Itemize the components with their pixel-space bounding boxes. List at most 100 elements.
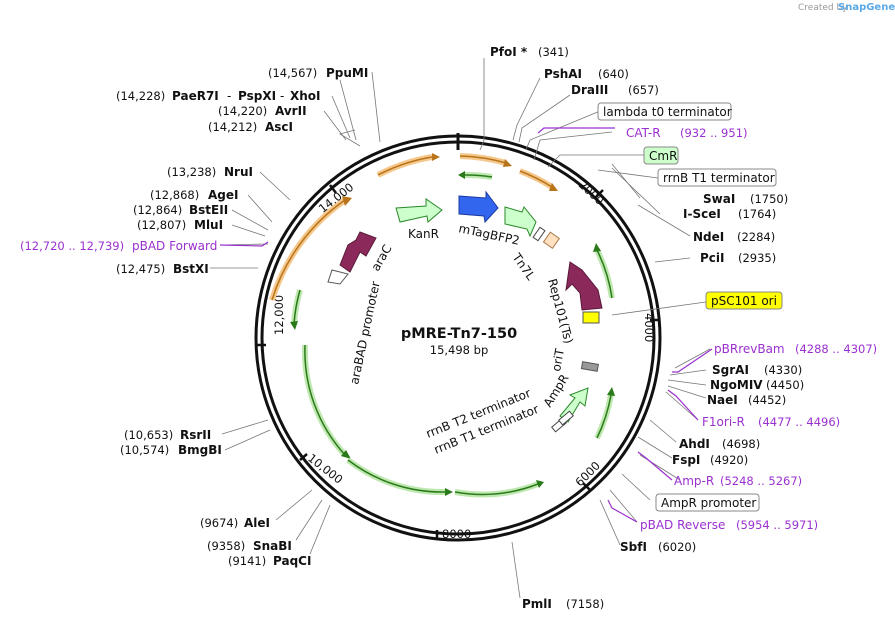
- boxed-labels: lambda t0 terminator CmR rrnB T1 termina…: [597, 102, 783, 512]
- svg-text:NgoMIV: NgoMIV: [710, 378, 763, 392]
- svg-text:(7158): (7158): [566, 597, 604, 611]
- primer-pbad-forward: (12,720 .. 12,739)pBAD Forward: [20, 239, 217, 253]
- arabad-promoter-box: [327, 269, 349, 285]
- green-arc-bottom-2-head: [536, 480, 544, 488]
- credit-text: Created by: [798, 3, 848, 13]
- tick-14000: [329, 184, 337, 194]
- svg-text:(14,212): (14,212): [208, 120, 257, 134]
- green-arc-left-small-head: [290, 321, 298, 330]
- svg-text:NruI: NruI: [224, 165, 253, 179]
- orange-arc-1-line: [377, 156, 433, 176]
- site-alei: (9674)AleI: [200, 516, 270, 530]
- orit-label: oriT: [549, 347, 567, 373]
- svg-text:(4452): (4452): [748, 393, 786, 407]
- svg-text:PpuMI: PpuMI: [326, 66, 368, 80]
- svg-text:(12,868): (12,868): [150, 188, 199, 202]
- svg-text:(12,807): (12,807): [137, 218, 186, 232]
- site-asci: (14,212) AscI: [208, 120, 293, 134]
- svg-text:BstXI: BstXI: [173, 262, 209, 276]
- orange-arc-3-head: [549, 183, 558, 191]
- svg-text:PfoI *: PfoI *: [490, 45, 528, 59]
- svg-text:Amp-R: Amp-R: [674, 474, 714, 488]
- site-rsrii: (10,653)RsrII: [124, 428, 211, 442]
- svg-text:(14,228): (14,228): [116, 89, 165, 103]
- green-arc-top-head: [458, 171, 465, 179]
- orange-arc-2-head: [503, 159, 512, 167]
- plasmid-name: pMRE-Tn7-150: [401, 326, 517, 342]
- site-ndei: NdeI(2284): [693, 230, 775, 244]
- svg-text:SnaBI: SnaBI: [253, 539, 292, 553]
- tn7l-label: Tn7L: [509, 250, 538, 283]
- kanr-arrow: [395, 198, 443, 223]
- orange-arc-4-head: [342, 196, 352, 206]
- green-arc-group: [290, 171, 615, 498]
- svg-text:PciI: PciI: [700, 251, 725, 265]
- svg-text:AscI: AscI: [265, 120, 293, 134]
- mtagbfp2-arrow: [458, 190, 499, 224]
- site-sgrai: SgrAI (4330): [712, 363, 802, 377]
- tn7l-box-2: [542, 231, 561, 250]
- arabad-promoter-label: araBAD promoter: [347, 280, 383, 386]
- svg-text:AgeI: AgeI: [208, 188, 238, 202]
- box-cmr: CmR: [643, 146, 679, 165]
- green-arc-bottom-1-line: [347, 459, 447, 493]
- svg-text:(1750): (1750): [750, 192, 788, 206]
- orit-box: [580, 361, 599, 372]
- site-ppumi: (14,567) PpuMI: [268, 66, 368, 80]
- primer-pbrrevbam: pBRrevBam(4288 .. 4307): [714, 342, 877, 356]
- svg-text:(10,574): (10,574): [120, 443, 169, 457]
- svg-text:(4920): (4920): [710, 453, 748, 467]
- feature-group: KanR mTagBFP2 Tn7L Rep101(Ts) oriT AmpR …: [327, 190, 603, 457]
- psc101-ori-box: [582, 311, 600, 324]
- primer-amp-r: Amp-R (5248 .. 5267): [674, 474, 802, 488]
- svg-text:SwaI: SwaI: [703, 192, 735, 206]
- primer-pbad-reverse: pBAD Reverse(5954 .. 5971): [640, 518, 818, 532]
- green-arc-right-bottom: [594, 394, 614, 440]
- green-arc-left-big: [301, 344, 348, 458]
- svg-text:(1764): (1764): [738, 207, 776, 221]
- green-arc-bottom-2-line: [454, 483, 539, 496]
- tick-6000: [582, 482, 591, 491]
- svg-text:RsrII: RsrII: [180, 428, 211, 442]
- green-arc-bottom-1-head: [445, 488, 453, 496]
- primer-f1ori-r: F1ori-R(4477 .. 4496): [702, 415, 840, 429]
- site-sbfi: SbfI(6020): [620, 540, 696, 554]
- green-arc-right-top-head: [593, 243, 601, 252]
- svg-text:pBRrevBam: pBRrevBam: [714, 342, 785, 356]
- site-paer7i: (14,228)PaeR7I-PspXI-XhoI: [116, 89, 321, 103]
- green-small-arrow: [504, 206, 537, 238]
- green-arc-bottom-1: [346, 457, 447, 496]
- orange-arc-1: [376, 154, 433, 178]
- svg-text:NaeI: NaeI: [707, 393, 738, 407]
- box-rrnb-t1: rrnB T1 terminator: [657, 168, 777, 187]
- svg-text:(14,567): (14,567): [268, 66, 317, 80]
- svg-text:PaqCI: PaqCI: [273, 554, 311, 568]
- svg-text:(4330): (4330): [764, 363, 802, 377]
- svg-text:SgrAI: SgrAI: [712, 363, 749, 377]
- site-nrui: (13,238)NruI: [167, 165, 253, 179]
- site-mlui: (12,807)MluI: [137, 218, 223, 232]
- svg-text:rrnB T1 terminator: rrnB T1 terminator: [663, 171, 775, 185]
- tick-10000: [299, 453, 308, 461]
- svg-text:(9141): (9141): [228, 554, 266, 568]
- orange-arc-2: [459, 153, 507, 166]
- svg-text:CmR: CmR: [649, 149, 677, 163]
- site-pmli: PmlI(7158): [522, 597, 604, 611]
- svg-text:AleI: AleI: [244, 516, 270, 530]
- svg-text:PaeR7I: PaeR7I: [172, 89, 219, 103]
- site-bsteii: (12,864)BstEII: [133, 203, 228, 217]
- svg-text:XhoI: XhoI: [290, 89, 321, 103]
- svg-text:(5248 .. 5267): (5248 .. 5267): [720, 474, 802, 488]
- svg-text:BstEII: BstEII: [189, 203, 228, 217]
- site-ahdi: AhdI(4698): [679, 437, 760, 451]
- rep101-label: Rep101(Ts): [545, 277, 576, 345]
- orange-arc-group: [269, 153, 558, 301]
- svg-text:SbfI: SbfI: [620, 540, 647, 554]
- leader-lines: [210, 58, 711, 599]
- svg-text:pBAD Forward: pBAD Forward: [132, 239, 217, 253]
- svg-text:AmpR promoter: AmpR promoter: [661, 496, 756, 510]
- primer-markers: [219, 127, 713, 523]
- site-pfoi: PfoI *(341): [490, 45, 569, 59]
- rep101-arrow: [565, 261, 603, 311]
